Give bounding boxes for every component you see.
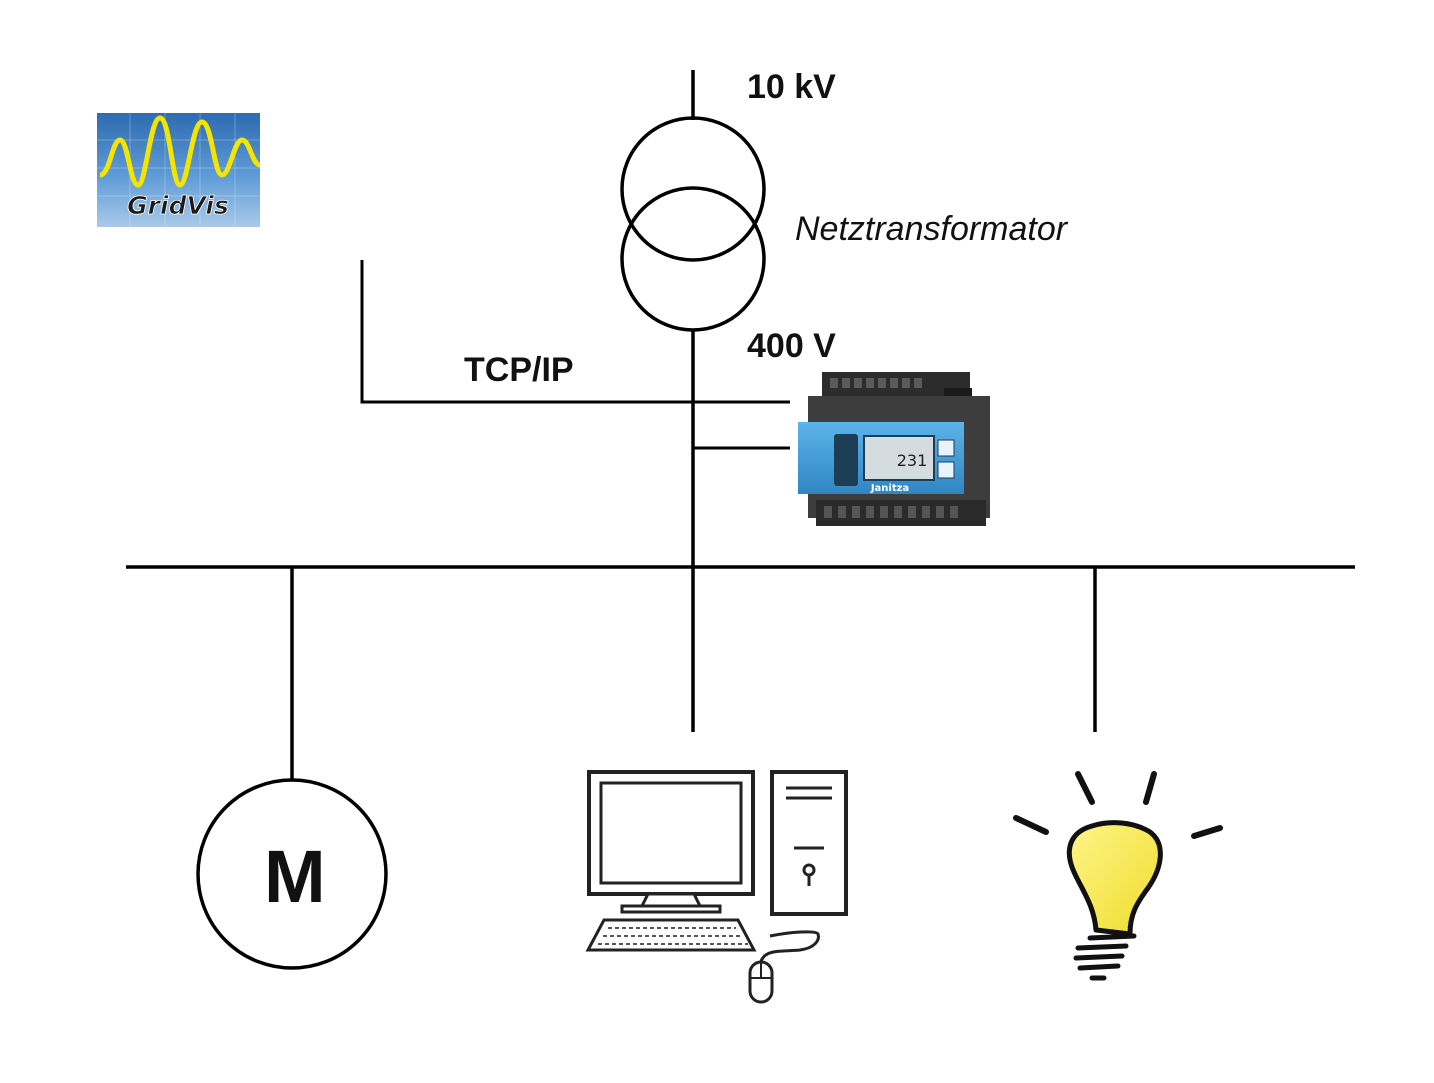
device-brand: Janitza <box>870 483 909 494</box>
motor-symbol <box>196 778 388 970</box>
transformer-symbol <box>620 116 766 332</box>
logo-text: GridVis <box>127 191 229 220</box>
light-bulb-icon <box>1013 771 1223 981</box>
device-display-value: 231 <box>897 451 928 470</box>
tcpip-label: TCP/IP <box>464 351 574 389</box>
transformer-label: Netztransformator <box>795 210 1068 248</box>
desktop-computer-icon <box>585 770 848 1004</box>
transformer-primary-winding <box>620 116 766 262</box>
gridvis-logo: GridVis <box>97 113 261 227</box>
power-analyzer-device: 231 Janitza <box>798 372 990 526</box>
transformer-secondary-winding <box>620 186 766 332</box>
sine-wave-icon <box>99 115 261 188</box>
motor-label: M <box>264 835 326 918</box>
primary-voltage-label: 10 kV <box>747 68 836 106</box>
secondary-voltage-label: 400 V <box>747 327 836 365</box>
tcpip-link <box>360 260 790 404</box>
